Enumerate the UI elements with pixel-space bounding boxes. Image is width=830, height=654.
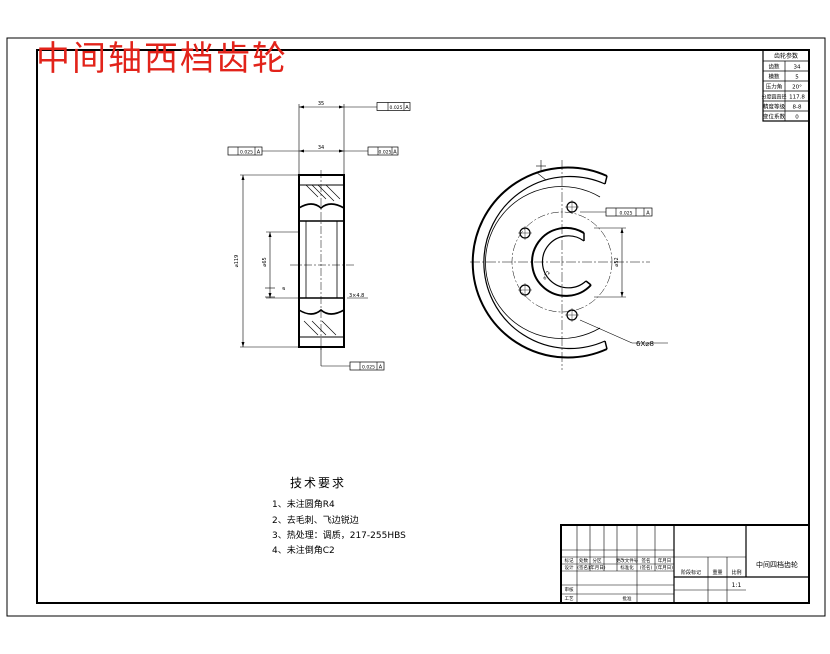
sheet-inner-border (36, 49, 810, 604)
datum-5: A (646, 211, 650, 217)
tb-stamp-title: 中间四档齿轮 (756, 560, 798, 569)
dim-dia-outer: ⌀119 (234, 255, 240, 268)
tb-row2-cell: 标准化 (620, 564, 634, 571)
tb-row1-cell: 更改文件号 (616, 557, 639, 564)
param-value: 8-8 (793, 105, 802, 111)
tb-scale-label: 比例 (731, 569, 741, 576)
datum-4: A (379, 365, 383, 371)
dim-dia-hole: ⌀ (281, 287, 287, 290)
param-value: 117.8 (789, 95, 805, 101)
datum-3: A (393, 150, 397, 156)
param-value: 20° (792, 85, 802, 91)
param-label: 分度圆直径 (761, 94, 786, 101)
tb-row1-cell: 标记 (565, 557, 574, 564)
tech-requirement-item: 4、未注倒角C2 (272, 546, 335, 556)
param-value: 0 (795, 115, 799, 121)
tolerance-4: 0.025 (362, 365, 375, 371)
tb-row2-cell: 设计 (565, 564, 574, 571)
tolerance-3: 0.025 (379, 150, 392, 156)
tb-row1-cell: 分区 (593, 557, 602, 564)
sheet-outer-border (6, 37, 826, 617)
tolerance-2: 0.025 (240, 150, 253, 156)
tb-scale-value: 1:1 (732, 582, 742, 589)
tb-row2-cell: (年月日) (588, 564, 605, 571)
dim-width-top: 35 (318, 101, 324, 107)
tech-requirement-item: 2、去毛刺、飞边锐边 (272, 516, 359, 526)
section-view: 35 0.025 A 34 0.025 A 0.025 A (227, 101, 411, 371)
tb-approve: 批准 (623, 595, 632, 602)
tb-audit: 审核 (565, 586, 574, 593)
tb-row2-cell: (签名) (640, 564, 653, 571)
datum-1: A (405, 105, 409, 111)
tb-weight-label: 重量 (712, 569, 722, 576)
tb-row1-cell: 年月日 (658, 557, 672, 564)
tolerance-5: 0.025 (620, 211, 633, 217)
dim-width-inner: 34 (318, 145, 324, 151)
dim-dia-mid: ⌀65 (262, 257, 268, 266)
dim-bore: ⌀52 (614, 257, 620, 266)
param-label: 精度等级 (763, 103, 786, 111)
hole-pattern-note: 6X⌀8 (636, 340, 654, 348)
tech-requirement-item: 1、未注圆角R4 (272, 500, 335, 510)
tb-row1-cell: 签名 (642, 557, 651, 564)
dim-chamfer: 3×4.8 (349, 293, 364, 299)
param-value: 34 (794, 65, 801, 71)
param-table-header: 齿轮参数 (774, 52, 798, 60)
title-block: 标记 处数 分区 更改文件号 签名 年月日 设计 (签名) (年月日) 标准化 … (560, 524, 810, 604)
front-view: 0.025 A ⌀52 ⌀72 6X⌀8 (470, 160, 668, 370)
tech-requirements-title: 技术要求 (290, 476, 347, 490)
drawing-title: 中间轴西档齿轮 (36, 39, 288, 79)
tolerance-1: 0.025 (390, 105, 403, 111)
param-label: 齿数 (768, 63, 780, 71)
param-label: 压力角 (766, 83, 783, 91)
param-value: 5 (795, 75, 799, 81)
dim-hole-circle: ⌀72 (542, 270, 552, 281)
gear-param-table: 齿轮参数 齿数 34 模数 5 压力角 20° 分度圆直径 117.8 精度等级… (761, 49, 810, 122)
param-label: 模数 (768, 73, 780, 81)
datum-2: A (257, 150, 261, 156)
param-label: 变位系数 (763, 113, 786, 121)
tech-requirement-item: 3、热处理：调质，217-255HBS (272, 531, 406, 541)
tb-stage-label: 阶段标记 (681, 569, 701, 576)
tb-row2-cell: (签名) (577, 564, 590, 571)
tb-row2-cell: (年月日) (656, 564, 673, 571)
tb-row1-cell: 处数 (579, 557, 588, 564)
tb-process: 工艺 (565, 596, 574, 602)
